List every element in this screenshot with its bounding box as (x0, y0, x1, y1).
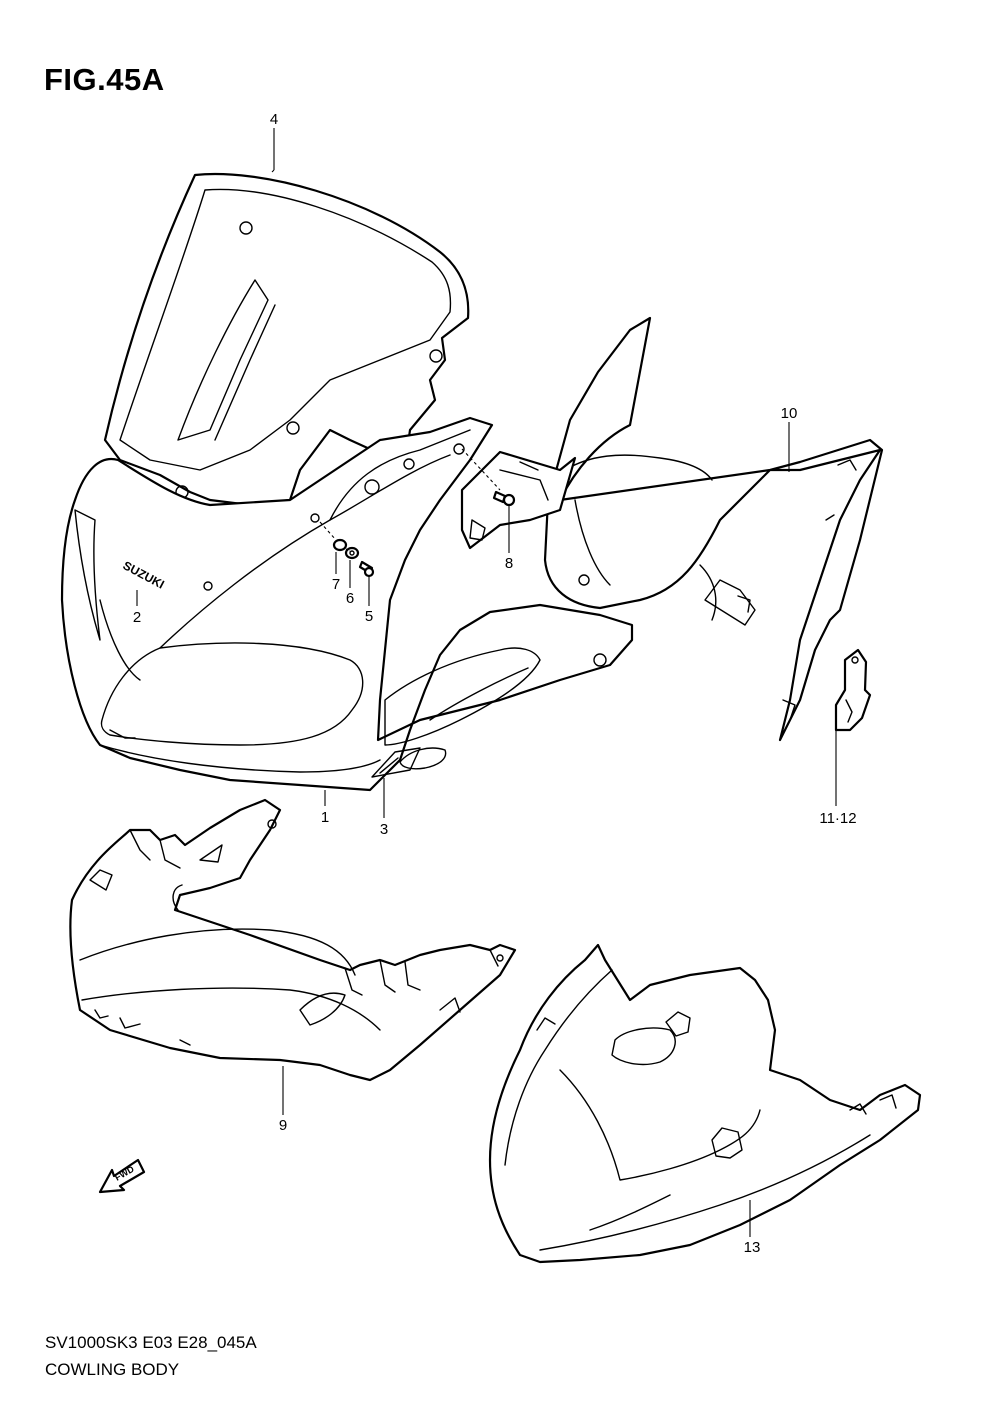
fasteners-5-6-7[interactable] (310, 513, 375, 578)
part-13-under-cowl[interactable] (488, 943, 922, 1264)
callout-labels: 4 2 7 6 5 8 10 11·12 1 3 9 13 (133, 111, 857, 1256)
part-8-air-duct[interactable] (460, 450, 577, 550)
forward-direction-arrow: FWD (98, 1158, 146, 1194)
callout-9[interactable]: 9 (279, 1117, 287, 1134)
part-7-nut[interactable] (332, 538, 348, 552)
callout-3[interactable]: 3 (380, 821, 388, 838)
model-code: SV1000SK3 E03 E28_045A (45, 1333, 257, 1352)
callout-11-12[interactable]: 11·12 (819, 810, 856, 827)
part-9-lower-cowling[interactable] (69, 798, 517, 1082)
callout-1[interactable]: 1 (321, 809, 329, 826)
part-10-inner-panel[interactable] (543, 316, 884, 742)
callout-5[interactable]: 5 (365, 608, 373, 625)
callout-4[interactable]: 4 (270, 111, 278, 128)
figure-title: FIG.45A (44, 62, 165, 97)
callout-13[interactable]: 13 (744, 1239, 761, 1256)
callout-2[interactable]: 2 (133, 609, 141, 626)
part-11-12-bracket[interactable] (834, 648, 872, 732)
part-1-upper-cowling[interactable] (60, 416, 634, 792)
part-6-washer[interactable] (344, 546, 360, 560)
callout-7[interactable]: 7 (332, 576, 340, 593)
callout-10[interactable]: 10 (781, 405, 798, 422)
part-8-screw[interactable] (461, 448, 516, 507)
diagram-description: COWLING BODY (45, 1360, 180, 1379)
callout-6[interactable]: 6 (346, 590, 354, 607)
callout-8[interactable]: 8 (505, 555, 513, 572)
callout-leaders (136, 128, 837, 1237)
